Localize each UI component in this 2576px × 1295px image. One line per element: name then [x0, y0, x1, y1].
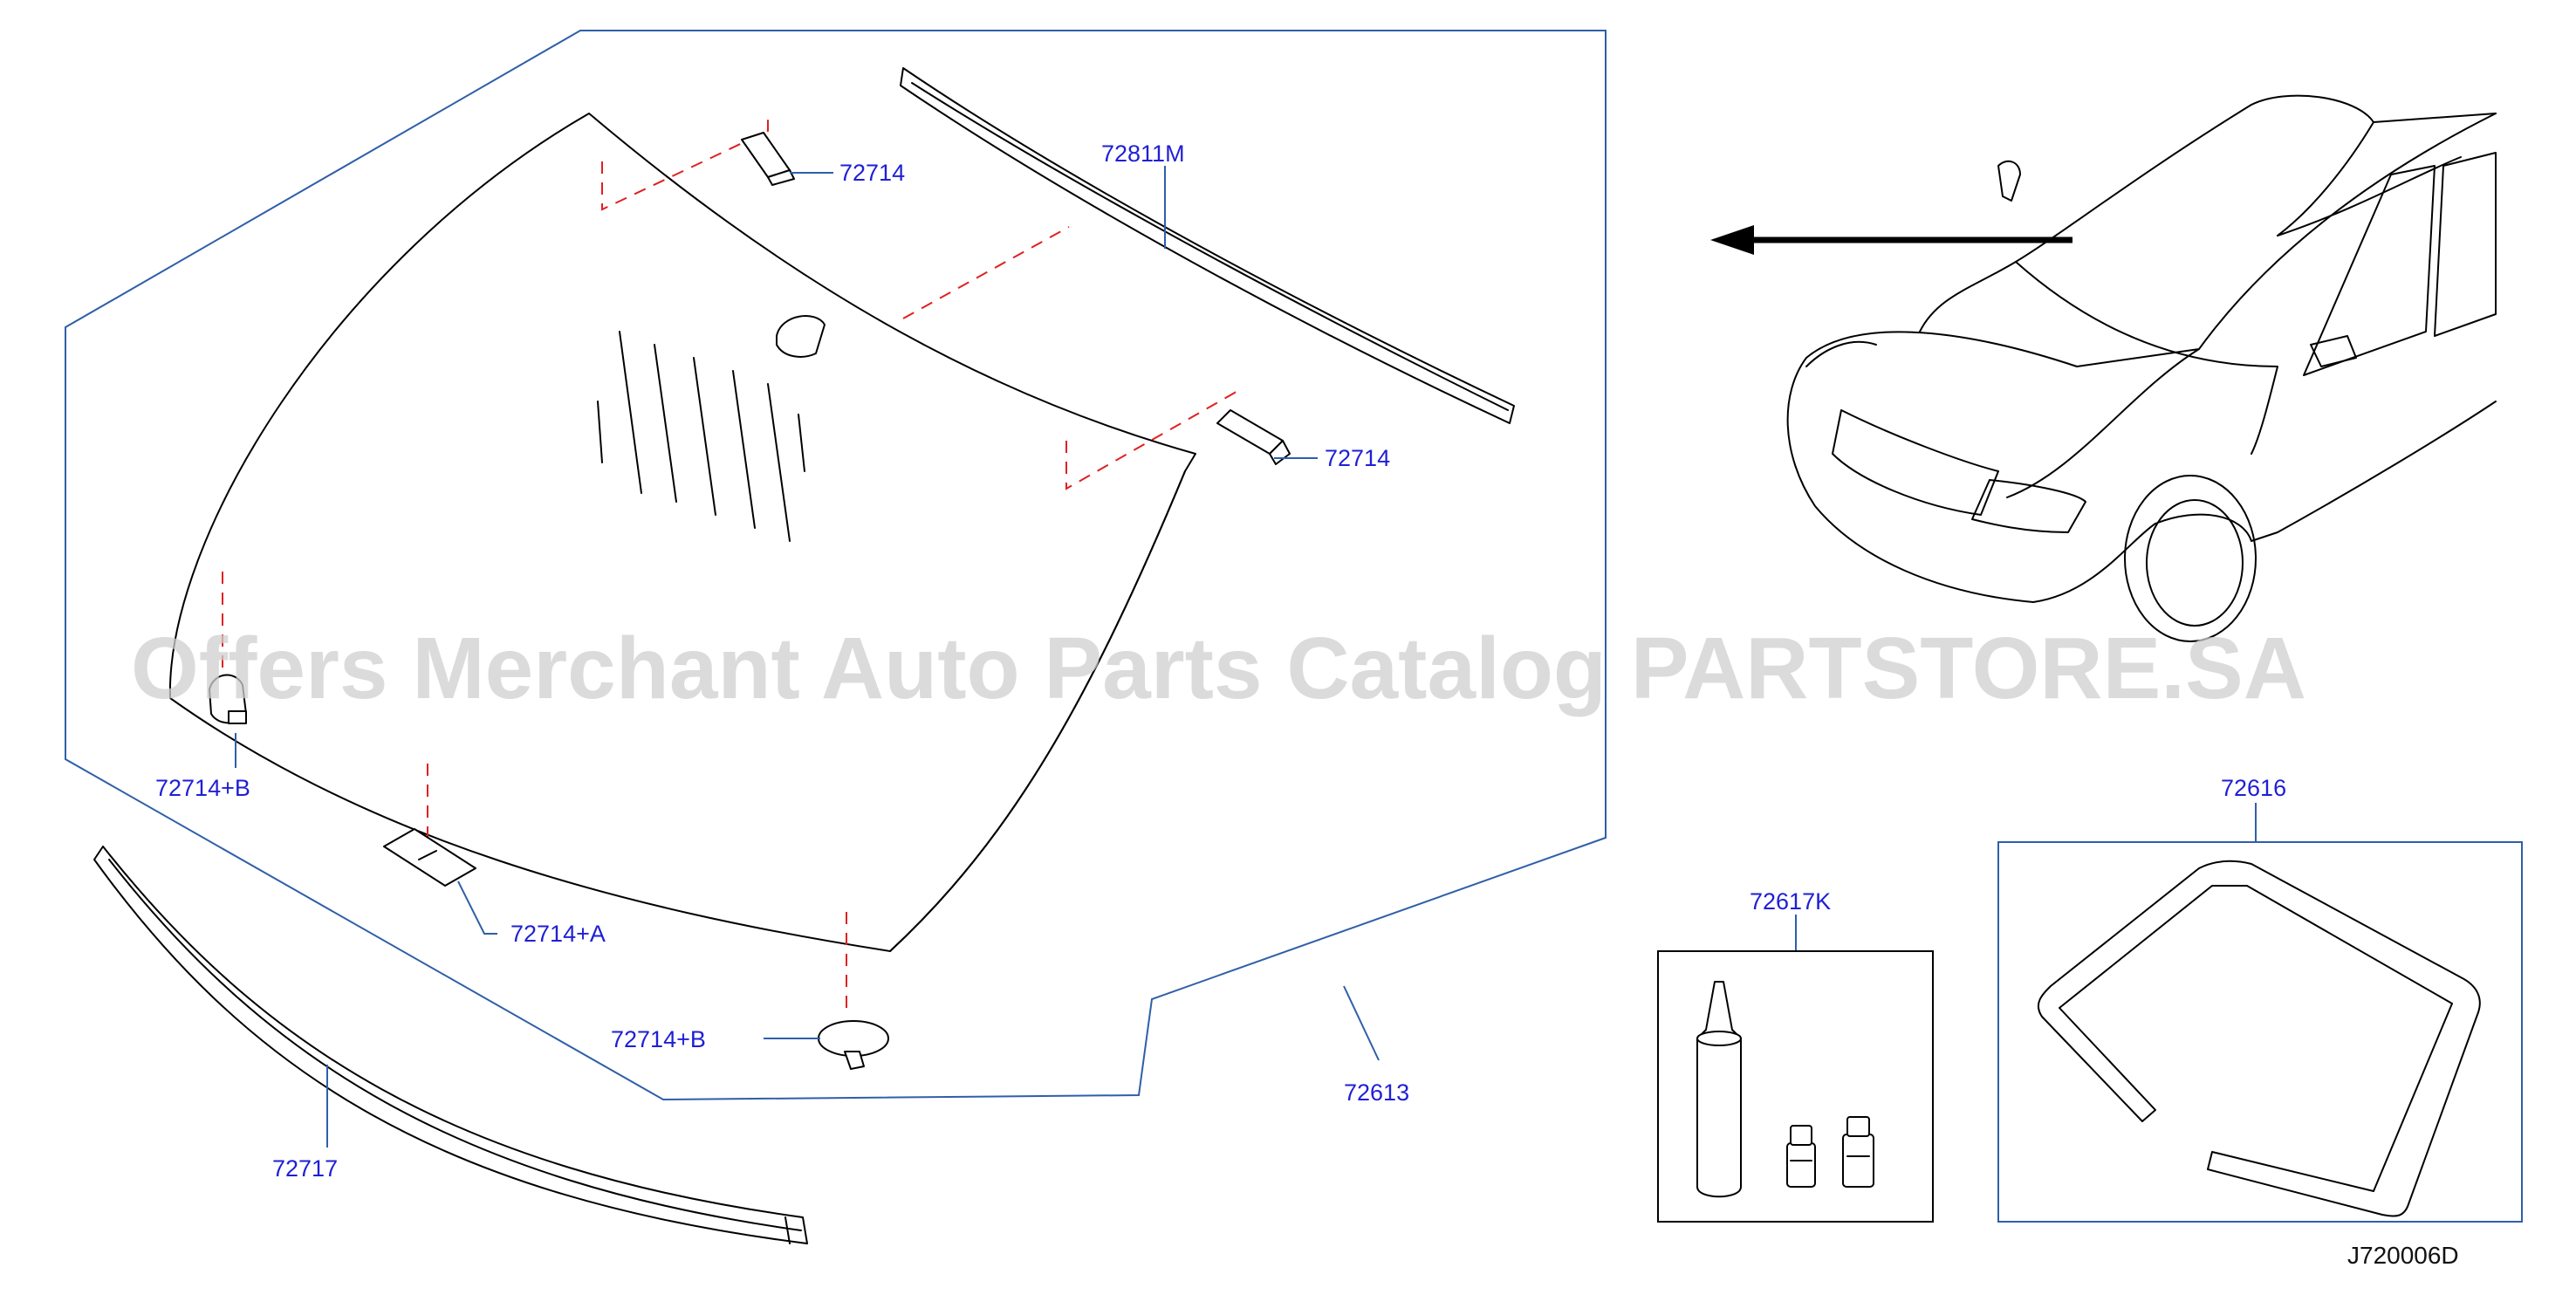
glass-hatch-lines — [597, 331, 805, 542]
callout-72714-top: 72714 — [839, 160, 905, 186]
adhesive-kit-box — [1657, 950, 1934, 1223]
clip-bottom-b[interactable] — [818, 1020, 889, 1070]
label-sticker-a[interactable] — [383, 828, 476, 887]
callout-72717: 72717 — [272, 1155, 338, 1182]
diagram-code: J720006D — [2347, 1242, 2459, 1269]
assembly-boundary — [65, 30, 1607, 1101]
callout-72714-right: 72714 — [1325, 445, 1390, 471]
callout-72616: 72616 — [2221, 775, 2286, 801]
callout-72714b-bottom: 72714+B — [611, 1026, 706, 1052]
dam-rubber[interactable] — [2037, 860, 2481, 1217]
callout-72811m: 72811M — [1101, 140, 1185, 167]
direction-arrow — [1710, 225, 2072, 255]
callout-72714a: 72714+A — [510, 921, 606, 947]
car-location-drawing — [1786, 94, 2497, 642]
fitting-lines — [222, 112, 1236, 1012]
callout-72617k: 72617K — [1750, 888, 1831, 915]
primer-bottle-2 — [1842, 1116, 1874, 1188]
primer-bottle-1 — [1786, 1125, 1816, 1188]
callout-72613: 72613 — [1344, 1079, 1409, 1106]
clip-right[interactable] — [1216, 409, 1291, 465]
mirror-base — [776, 315, 826, 358]
windshield-glass[interactable] — [168, 113, 1196, 952]
watermark-text: Offers Merchant Auto Parts Catalog PARTS… — [131, 620, 2306, 717]
lower-molding[interactable] — [93, 846, 808, 1244]
callout-72714b-left: 72714+B — [155, 775, 250, 801]
dam-rubber-box — [1997, 841, 2523, 1223]
leader-lines — [235, 166, 2257, 1148]
upper-molding[interactable] — [900, 67, 1515, 424]
adhesive-kit[interactable] — [1696, 981, 1874, 1198]
clip-left-b[interactable] — [209, 674, 247, 724]
clip-top[interactable] — [741, 132, 795, 186]
